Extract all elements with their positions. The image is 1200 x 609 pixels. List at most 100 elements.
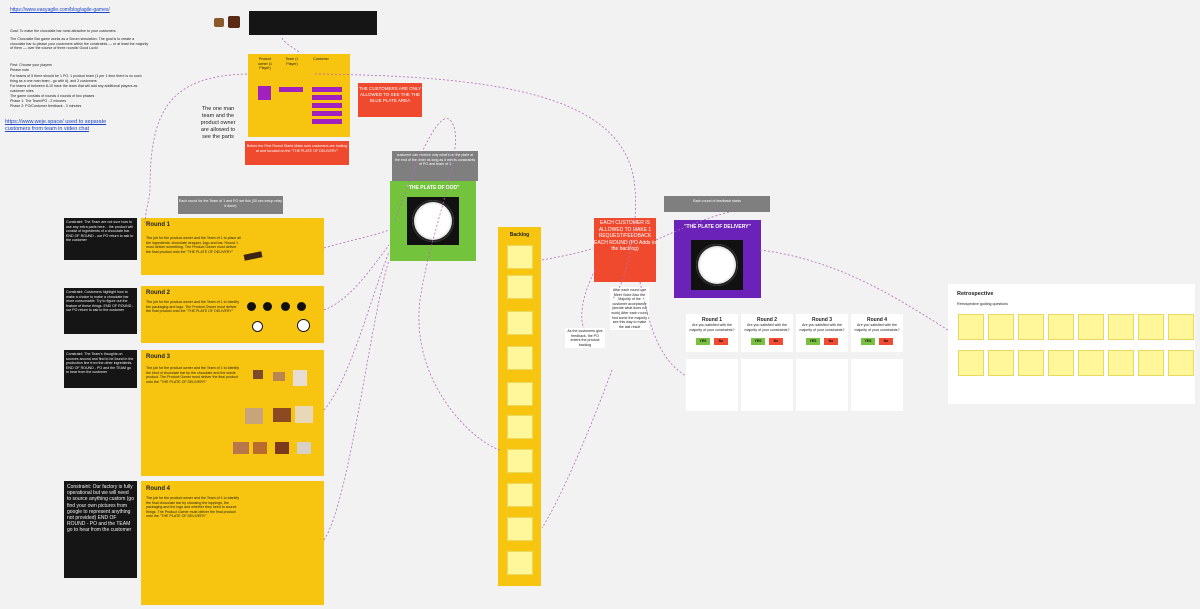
bullet: Phase 2: PO/Customer feedback - 3 minute… [10, 103, 82, 108]
feedback-round-title: Round 3 [812, 317, 832, 323]
logo-icon[interactable] [297, 319, 310, 332]
weje-link[interactable]: https://www.weje.space/ used to separate… [5, 119, 107, 132]
each-round-team-note: Each round for the Team of 1 and PO set … [178, 196, 283, 214]
retro-sticky[interactable] [1138, 314, 1164, 340]
customer-receive-note: customer can receive only what's on the … [392, 151, 478, 181]
round4-card: Round 4 The job for the product owner an… [141, 481, 324, 605]
backlog-item[interactable] [507, 415, 533, 439]
topping-icon[interactable] [233, 442, 249, 454]
customer-card[interactable] [312, 95, 342, 100]
topping-icon[interactable] [293, 370, 307, 386]
connector-line [394, 118, 501, 451]
customer-card[interactable] [312, 119, 342, 124]
backlog-item[interactable] [507, 517, 533, 541]
intro-note: Please note [10, 68, 29, 72]
feedback-question: Are you satisfied with the majority of y… [689, 323, 735, 332]
retro-sticky[interactable] [1078, 314, 1104, 340]
team-card[interactable] [279, 87, 303, 92]
po-card[interactable] [258, 86, 271, 100]
backlog-item[interactable] [507, 551, 533, 575]
connector-line [541, 247, 594, 261]
yes-button[interactable]: YES [696, 338, 710, 345]
customer-card[interactable] [312, 103, 342, 108]
feedback-note-box[interactable] [686, 359, 738, 411]
round3-card: Round 3 The job for the product owner an… [141, 350, 324, 476]
yes-button[interactable]: YES [861, 338, 875, 345]
topping-icon[interactable] [273, 372, 285, 381]
connector-line [144, 73, 248, 226]
topping-icon[interactable] [297, 442, 311, 454]
no-button[interactable]: No [824, 338, 838, 345]
retrospective-panel: Retrospective Retrospective guiding ques… [948, 284, 1195, 404]
backlog-item[interactable] [507, 311, 533, 335]
customer-cards [312, 87, 342, 127]
connector-line [759, 249, 949, 331]
customer-feedback-note: As the customers give feedback, the PO e… [565, 328, 605, 349]
after-each-round-note: After each round use Meet Voice Also the… [610, 287, 649, 331]
retro-sticky[interactable] [1018, 314, 1044, 340]
feedback-round: Round 4 Are you satisfied with the major… [851, 314, 903, 352]
topping-icon[interactable] [253, 442, 267, 454]
yes-button[interactable]: YES [806, 338, 820, 345]
topping-icon[interactable] [295, 406, 313, 423]
game-link[interactable]: https://www.easyagile.com/blog/agile-gam… [10, 7, 110, 13]
retro-sticky[interactable] [988, 350, 1014, 376]
round2-body: The job for the product owner and the Te… [146, 300, 240, 314]
feedback-note-box[interactable] [851, 359, 903, 411]
round2-constraint: Constraint: Customers highlight how to m… [64, 288, 137, 334]
ingredient-icon[interactable] [297, 302, 306, 311]
retro-sticky[interactable] [958, 314, 984, 340]
topping-icon[interactable] [245, 408, 263, 424]
backlog-item[interactable] [507, 245, 533, 269]
backlog-item[interactable] [507, 275, 533, 299]
logo-icon[interactable] [252, 321, 263, 332]
no-button[interactable]: No [879, 338, 893, 345]
plate-delivery: "THE PLATE OF DELIVERY" [674, 220, 761, 298]
round2-card: Round 2 The job for the product owner an… [141, 286, 324, 343]
retro-sticky[interactable] [988, 314, 1014, 340]
feedback-note-box[interactable] [741, 359, 793, 411]
feedback-round: Round 2 Are you satisfied with the major… [741, 314, 793, 352]
retro-sticky[interactable] [1078, 350, 1104, 376]
ingredient-icon[interactable] [247, 302, 256, 311]
retro-sticky[interactable] [1168, 350, 1194, 376]
ingredient-icon[interactable] [281, 302, 290, 311]
retro-sticky[interactable] [1018, 350, 1044, 376]
plate-icon [412, 200, 454, 242]
round1-title: Round 1 [146, 222, 170, 228]
game-thumbnail [249, 11, 377, 35]
customers-only-note: THE CUSTOMERS ARE ONLY ALLOWED TO SEE TH… [358, 83, 422, 117]
backlog-item[interactable] [507, 483, 533, 507]
customer-card[interactable] [312, 111, 342, 116]
retro-sticky[interactable] [1108, 314, 1134, 340]
retro-sticky[interactable] [1048, 314, 1074, 340]
plate-dod-title: "THE PLATE OF DOD" [406, 185, 460, 191]
round1-card: Round 1 The job for the product owner an… [141, 218, 324, 275]
retro-sticky[interactable] [1168, 314, 1194, 340]
connector-line [314, 73, 636, 301]
backlog-item[interactable] [507, 449, 533, 473]
feedback-round: Round 1 Are you satisfied with the major… [686, 314, 738, 352]
no-button[interactable]: No [714, 338, 728, 345]
feedback-question: Are you satisfied with the majority of y… [854, 323, 900, 332]
retro-title: Retrospective [957, 291, 994, 297]
feedback-round-title: Round 2 [757, 317, 777, 323]
topping-icon[interactable] [273, 408, 291, 422]
topping-icon[interactable] [275, 442, 289, 454]
feedback-note-box[interactable] [796, 359, 848, 411]
topping-icon[interactable] [253, 370, 263, 379]
retro-sticky[interactable] [1108, 350, 1134, 376]
col-customer: Customer [313, 57, 329, 61]
customer-card[interactable] [312, 87, 342, 92]
backlog-item[interactable] [507, 346, 533, 370]
retro-sticky[interactable] [1048, 350, 1074, 376]
bullet: For teams of 5 there should be 1 PO, 1 p… [10, 74, 142, 83]
no-button[interactable]: No [769, 338, 783, 345]
retro-sticky[interactable] [1138, 350, 1164, 376]
retro-sticky[interactable] [958, 350, 984, 376]
col-team: Team (1 Player) [285, 57, 299, 66]
ingredient-icon[interactable] [263, 302, 272, 311]
backlog-item[interactable] [507, 382, 533, 406]
connector-line [541, 369, 613, 529]
yes-button[interactable]: YES [751, 338, 765, 345]
